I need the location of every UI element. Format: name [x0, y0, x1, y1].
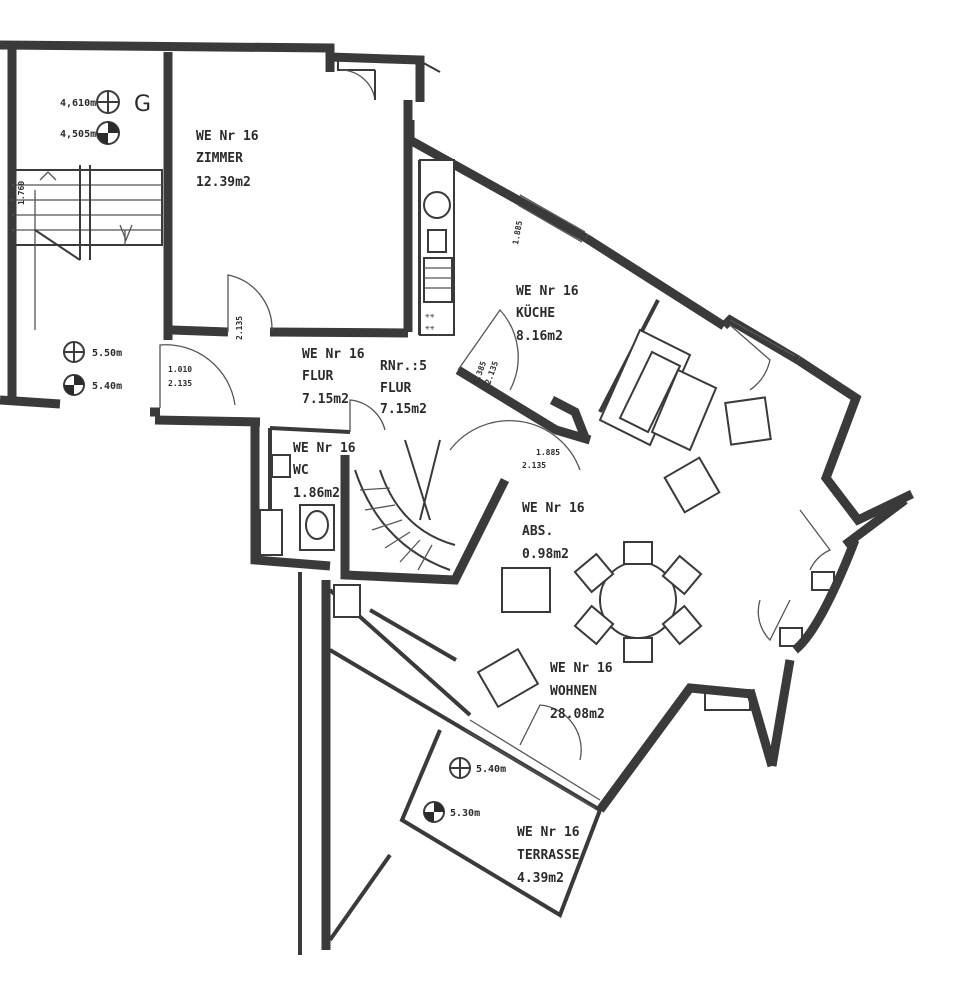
svg-text:WOHNEN: WOHNEN [550, 684, 597, 699]
svg-text:2.135: 2.135 [522, 461, 546, 470]
svg-text:ZIMMER: ZIMMER [196, 151, 243, 166]
main-staircase [11, 140, 163, 395]
room-label-kueche: WE Nr 16 KÜCHE 8.16m2 [516, 284, 579, 344]
svg-text:FLUR: FLUR [380, 381, 411, 396]
svg-text:1.010: 1.010 [168, 365, 192, 374]
level-marker-hall: 5.50m 5.40m [63, 341, 122, 396]
dining-table [573, 541, 703, 663]
level-text: 5.30m [450, 808, 480, 819]
inner-staircase [354, 439, 456, 571]
svg-text:TERRASSE: TERRASSE [517, 848, 580, 863]
svg-text:4.39m2: 4.39m2 [517, 871, 564, 886]
level-text: 5.40m [92, 381, 122, 392]
room-label-wc: WE Nr 16 WC 1.86m2 [293, 441, 356, 501]
svg-text:RNr.:5: RNr.:5 [380, 359, 427, 374]
sofa [598, 328, 718, 452]
grade-label: G [134, 92, 151, 117]
dimension-labels: 1.010 2.135 1.885 2.135 1.385 2.135 1.88… [17, 181, 560, 470]
level-text: 4,610m [60, 98, 96, 109]
level-marker-terrace: 5.40m 5.30m [423, 757, 506, 823]
svg-text:WE Nr 16: WE Nr 16 [293, 441, 356, 456]
svg-text:7.15m2: 7.15m2 [302, 392, 349, 407]
svg-text:1.760: 1.760 [17, 181, 26, 205]
level-text: 5.40m [476, 764, 506, 775]
svg-text:0.98m2: 0.98m2 [522, 547, 569, 562]
room-label-terrasse: WE Nr 16 TERRASSE 4.39m2 [517, 825, 580, 886]
room-label-wohnen: WE Nr 16 WOHNEN 28.08m2 [550, 661, 613, 722]
svg-text:8.16m2: 8.16m2 [516, 329, 563, 344]
svg-text:KÜCHE: KÜCHE [516, 305, 555, 321]
level-text: 5.50m [92, 348, 122, 359]
room-label-zimmer: WE Nr 16 ZIMMER 12.39m2 [196, 129, 259, 190]
svg-text:WC: WC [293, 463, 309, 478]
svg-text:1.885: 1.885 [511, 220, 524, 245]
svg-text:✳✳: ✳✳ [425, 311, 435, 320]
svg-text:WE Nr 16: WE Nr 16 [550, 661, 613, 676]
cabinet [333, 584, 361, 618]
svg-text:1.885: 1.885 [536, 448, 560, 457]
svg-text:1.86m2: 1.86m2 [293, 486, 340, 501]
svg-text:7.15m2: 7.15m2 [380, 402, 427, 417]
walls [0, 40, 914, 955]
svg-text:WE Nr 16: WE Nr 16 [302, 347, 365, 362]
room-label-abs: WE Nr 16 ABS. 0.98m2 [522, 501, 585, 562]
svg-text:WE Nr 16: WE Nr 16 [196, 129, 259, 144]
svg-text:ABS.: ABS. [522, 524, 553, 539]
doors [159, 59, 832, 761]
room-label-flur-rnr: RNr.:5 FLUR 7.15m2 [380, 359, 427, 417]
armchair [476, 396, 772, 709]
svg-text:WE Nr 16: WE Nr 16 [522, 501, 585, 516]
svg-text:WE Nr 16: WE Nr 16 [516, 284, 579, 299]
level-marker-stair: 4,610m G 4,505m [60, 90, 151, 145]
room-label-flur: WE Nr 16 FLUR 7.15m2 [302, 347, 365, 407]
svg-text:12.39m2: 12.39m2 [196, 175, 251, 190]
windows [464, 194, 835, 809]
svg-text:✳✳: ✳✳ [425, 323, 435, 332]
svg-text:2.135: 2.135 [235, 316, 244, 340]
kitchen-counter: ✳✳ ✳✳ [419, 159, 455, 336]
svg-text:WE Nr 16: WE Nr 16 [517, 825, 580, 840]
svg-text:FLUR: FLUR [302, 369, 333, 384]
svg-text:2.135: 2.135 [168, 379, 192, 388]
wc-fixtures [259, 454, 335, 556]
level-text: 4,505m [60, 129, 96, 140]
svg-text:28.08m2: 28.08m2 [550, 707, 605, 722]
